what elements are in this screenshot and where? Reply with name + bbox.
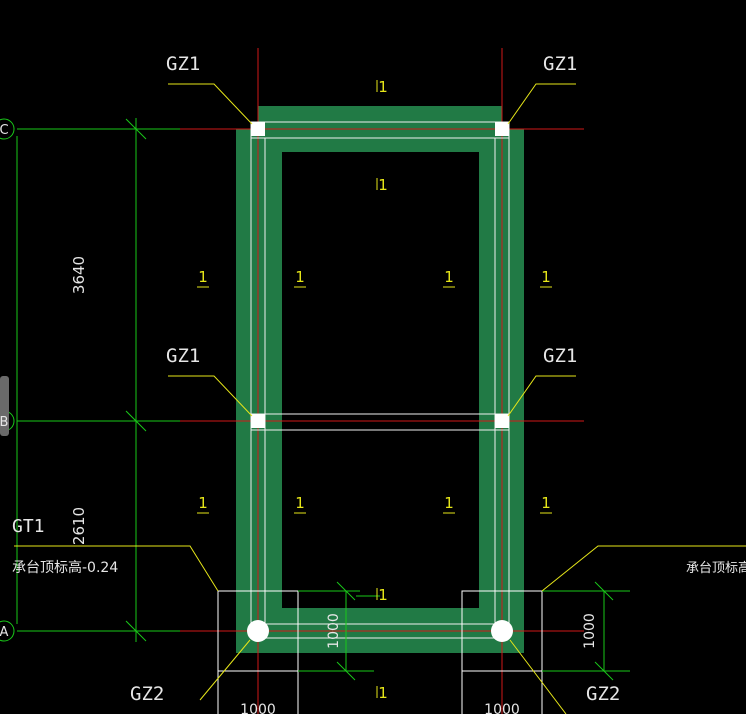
dimension-cap-height-left: 1000 xyxy=(326,613,342,649)
column-gz1 xyxy=(251,414,265,428)
beam-mark: 1 xyxy=(378,684,388,702)
axis-label-a: A xyxy=(0,625,9,640)
dimension-cap-width-right: 1000 xyxy=(484,702,520,714)
pile-caps xyxy=(217,590,543,714)
beam-mark: 1 xyxy=(295,494,305,512)
beam-marks: 1 1 1 1 1 1 1 1 1 1 1 1 xyxy=(198,78,551,702)
column-gz2 xyxy=(491,620,513,642)
beam-mark: 1 xyxy=(378,586,388,604)
dimension-cap-height-right: 1000 xyxy=(582,613,598,649)
label-gz2: GZ2 xyxy=(130,683,164,705)
beam-mark: 1 xyxy=(444,494,454,512)
beam-mark: 1 xyxy=(198,268,208,286)
column-gz1 xyxy=(495,122,509,136)
label-gz1: GZ1 xyxy=(166,345,200,367)
label-gz1: GZ1 xyxy=(166,53,200,75)
column-gz2 xyxy=(247,620,269,642)
dimension-3640: 3640 xyxy=(70,256,88,294)
columns-gz1 xyxy=(251,122,509,428)
column-gz1 xyxy=(251,122,265,136)
beam-mark: 1 xyxy=(378,78,388,96)
label-gz2: GZ2 xyxy=(586,683,620,705)
pile-cap-right xyxy=(461,590,543,672)
dimension-cap-width-left: 1000 xyxy=(240,702,276,714)
axis-bubble-c xyxy=(0,118,15,140)
beam-mark: 1 xyxy=(378,176,388,194)
cap-elevation-right: 承台顶标高-0 xyxy=(686,560,746,576)
axis-label-c: C xyxy=(0,123,9,138)
beam-mark: 1 xyxy=(541,494,551,512)
columns-gz2 xyxy=(247,620,513,642)
beam-mark: 1 xyxy=(541,268,551,286)
scroll-handle[interactable] xyxy=(0,376,9,436)
column-gz1 xyxy=(495,414,509,428)
beam-mark: 1 xyxy=(295,268,305,286)
beam-mark: 1 xyxy=(444,268,454,286)
beam-outlines xyxy=(250,121,510,639)
axis-bubble-a xyxy=(0,620,15,642)
label-gt1: GT1 xyxy=(12,516,45,537)
label-gz1: GZ1 xyxy=(543,345,577,367)
label-gz1: GZ1 xyxy=(543,53,577,75)
dimension-lines xyxy=(16,118,630,681)
beam-mark: 1 xyxy=(198,494,208,512)
pile-cap-left xyxy=(217,590,299,672)
dimension-2610: 2610 xyxy=(70,507,88,545)
beam-mark-underlines xyxy=(197,80,552,698)
axis-label-b: B xyxy=(0,415,8,430)
leader-lines xyxy=(14,83,746,714)
cap-elevation-left: 承台顶标高-0.24 xyxy=(12,559,118,576)
